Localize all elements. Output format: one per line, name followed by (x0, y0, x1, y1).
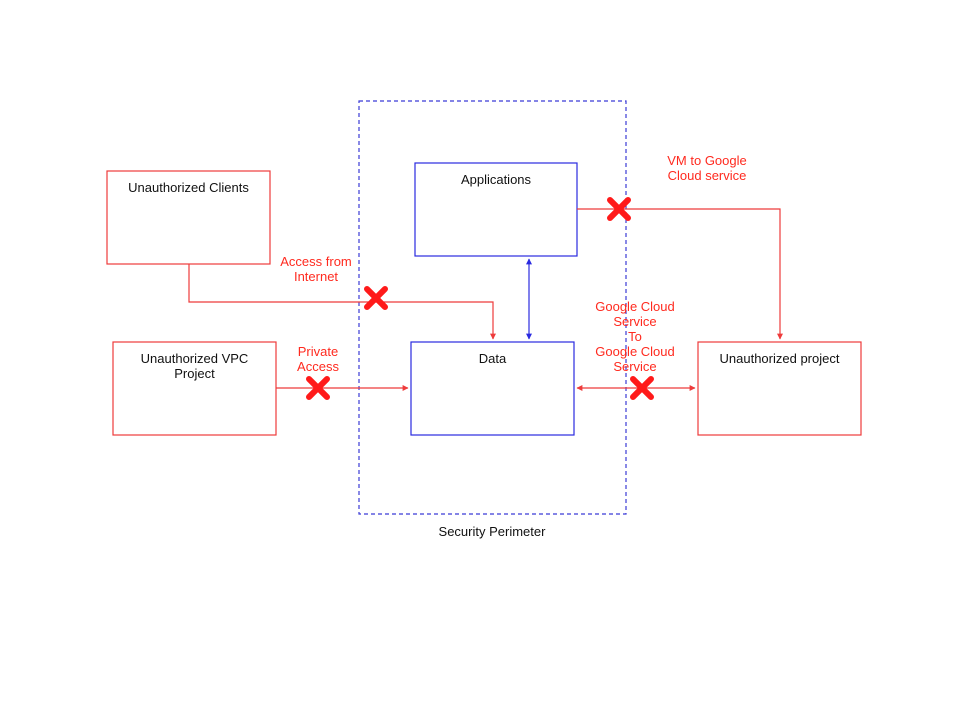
vm-to-google-cloud-service-label: VM to Google Cloud service (667, 153, 747, 183)
x-mark-icon (630, 376, 654, 400)
access-from-internet-label: Access from Internet (280, 254, 352, 284)
private-access-label: Private Access (297, 344, 339, 374)
unauthorized-vpc-project-box (112, 341, 277, 436)
x-mark-icon (306, 376, 330, 400)
unauthorized-project-label: Unauthorized project (719, 351, 840, 366)
unauthorized-project-box (697, 341, 862, 436)
applications-box (414, 162, 578, 257)
vm-to-google-cloud-service-flow (577, 208, 783, 340)
unauthorized-clients-label: Unauthorized Clients (128, 180, 249, 195)
security-perimeter-label: Security Perimeter (438, 524, 546, 539)
data-label: Data (478, 351, 507, 366)
data-box (410, 341, 575, 436)
service-to-service-label: Google Cloud Service To Google Cloud Ser… (595, 299, 675, 374)
x-mark-icon (607, 197, 631, 221)
unauthorized-vpc-project-label: Unauthorized VPC Project (140, 351, 249, 381)
security-perimeter-boundary (358, 100, 627, 515)
access-from-internet-flow (188, 264, 496, 340)
x-mark-icon (364, 286, 388, 310)
unauthorized-clients-box (106, 170, 271, 265)
applications-label: Applications (460, 172, 532, 187)
